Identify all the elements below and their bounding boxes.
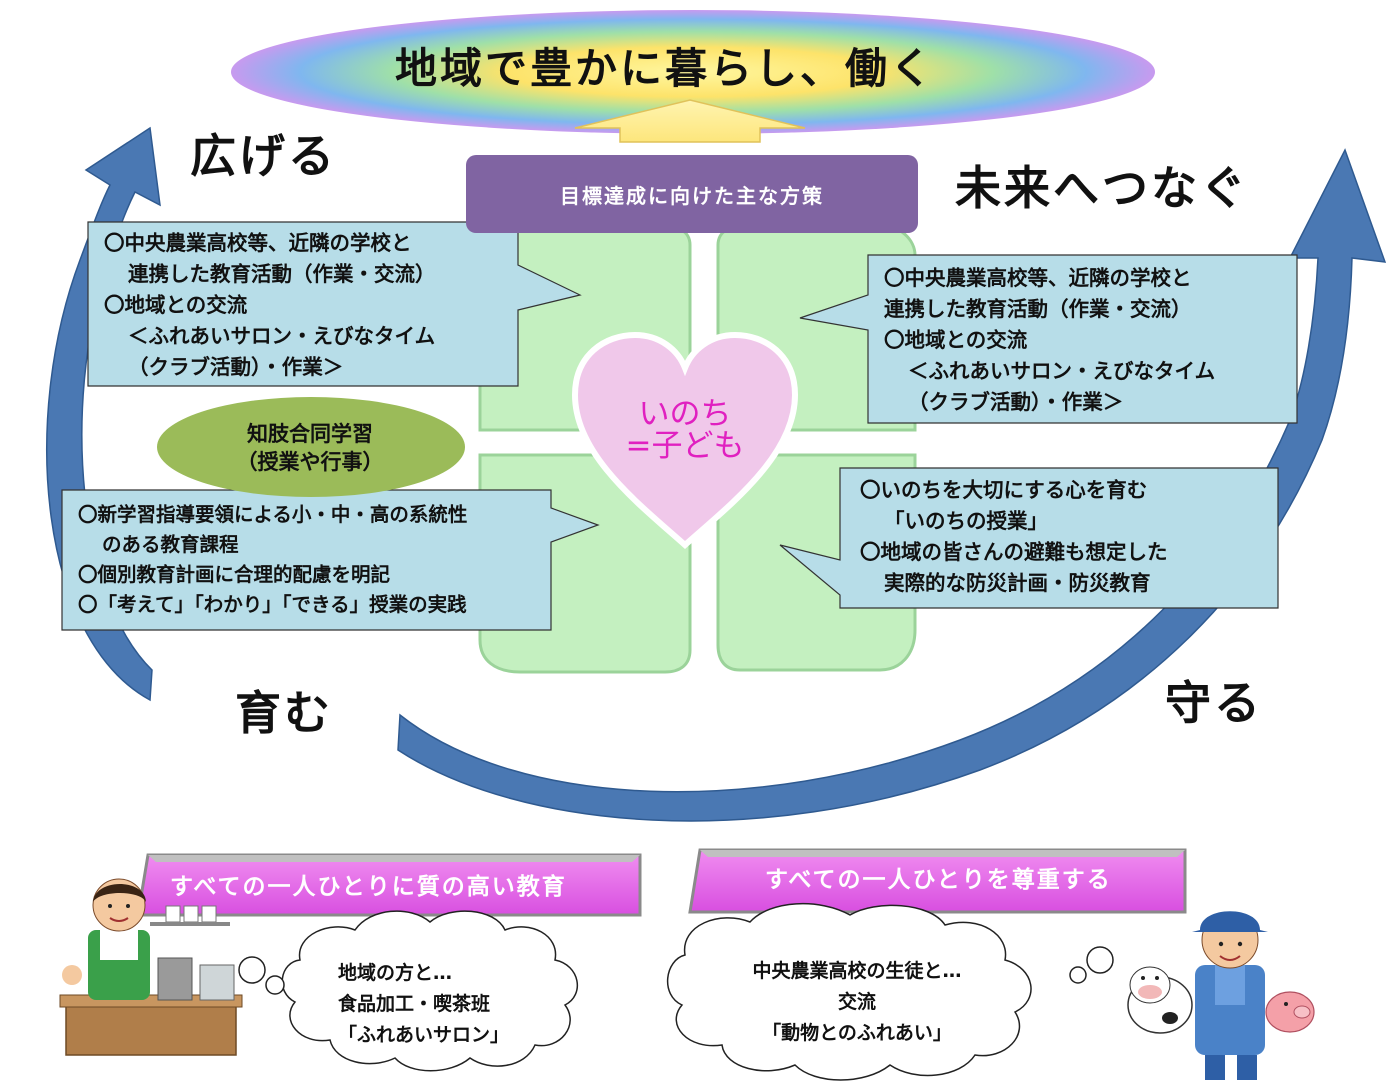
callout-line: のある教育課程	[102, 533, 239, 556]
banner-right-label: すべての一人ひとりを尊重する	[765, 867, 1112, 893]
corner-label-bottom-right: 守る	[1165, 676, 1263, 730]
corner-label-top-right: 未来へつなぐ	[955, 161, 1249, 215]
olive-ellipse	[157, 397, 465, 497]
banner-left-label: すべての一人ひとりに質の高い教育	[170, 874, 567, 900]
cloud-right-shape	[666, 902, 1114, 1081]
callout-line: 連携した教育活動（作業・交流）	[128, 262, 436, 286]
callout-line: 「いのちの授業」	[884, 509, 1048, 533]
callout-top-right: 〇中央農業高校等、近隣の学校と 連携した教育活動（作業・交流） 〇地域との交流 …	[884, 263, 1215, 418]
callout-bottom-left-shape	[61, 489, 600, 631]
callout-line: 〇中央農業高校等、近隣の学校と	[104, 231, 412, 255]
banner-right-shape	[688, 848, 1187, 914]
strategy-header-box: 目標達成に向けた主な方策	[466, 155, 918, 233]
callout-line: ＜ふれあいサロン・えびなタイム	[128, 324, 436, 348]
olive-line-1: 知肢合同学習	[247, 422, 373, 446]
cloud-line: 交流	[837, 991, 876, 1013]
callout-line: 〇地域との交流	[104, 293, 248, 317]
callout-line: 〇新学習指導要領による小・中・高の系統性	[78, 503, 468, 526]
callout-bottom-right: 〇いのちを大切にする心を育む 「いのちの授業」 〇地域の皆さんの避難も想定した …	[860, 475, 1168, 599]
olive-line-2: （授業や行事）	[236, 450, 384, 474]
title-ellipse	[231, 10, 1155, 134]
callout-line: 〇「考えて」「わかり」「できる」授業の実践	[78, 593, 467, 616]
heart-line-1: いのち	[638, 396, 732, 432]
callout-top-right-shape	[799, 254, 1298, 424]
callout-line: ＜ふれあいサロン・えびなタイム	[908, 359, 1216, 383]
strategy-header-label: 目標達成に向けた主な方策	[560, 183, 824, 208]
callout-line: 連携した教育活動（作業・交流）	[884, 297, 1192, 321]
heart-label: いのち =子ども	[600, 398, 770, 462]
callout-line: 〇いのちを大切にする心を育む	[860, 478, 1148, 502]
up-arrow-icon	[574, 99, 806, 143]
callout-line: 実際的な防災計画・防災教育	[884, 571, 1151, 595]
callout-bottom-right-shape	[779, 467, 1279, 609]
heart-line-2: =子ども	[625, 428, 745, 464]
main-title: 地域で豊かに暮らし、働く	[394, 44, 935, 93]
cloud-right-text: 中央農業高校の生徒と… 交流 「動物とのふれあい」	[722, 956, 992, 1049]
cloud-line: 地域の方と…	[338, 962, 453, 984]
olive-label: 知肢合同学習 （授業や行事）	[160, 420, 460, 476]
farmer-with-animals-icon	[1127, 911, 1315, 1080]
corner-label-bottom-left: 育む	[235, 686, 333, 740]
callout-line: （クラブ活動）・作業＞	[128, 355, 344, 379]
callout-line: 〇中央農業高校等、近隣の学校と	[884, 266, 1192, 290]
callout-line: 〇地域との交流	[884, 328, 1028, 352]
callout-line: （クラブ活動）・作業＞	[908, 390, 1124, 414]
callout-bottom-left: 〇新学習指導要領による小・中・高の系統性 のある教育課程 〇個別教育計画に合理的…	[78, 500, 467, 620]
cloud-line: 中央農業高校の生徒と…	[752, 960, 962, 982]
cloud-line: 「動物とのふれあい」	[762, 1022, 952, 1044]
callout-line: 〇地域の皆さんの避難も想定した	[860, 540, 1168, 564]
cafe-worker-icon	[59, 878, 243, 1056]
cloud-line: 食品加工・喫茶班	[338, 993, 491, 1015]
callout-line: 〇個別教育計画に合理的配慮を明記	[78, 563, 391, 586]
cloud-left-text: 地域の方と… 食品加工・喫茶班 「ふれあいサロン」	[330, 958, 530, 1051]
cloud-left-shape	[238, 910, 579, 1072]
callout-top-left: 〇中央農業高校等、近隣の学校と 連携した教育活動（作業・交流） 〇地域との交流 …	[104, 228, 436, 383]
heart-shape	[571, 331, 799, 550]
corner-label-top-left: 広げる	[190, 129, 337, 183]
cloud-line: 「ふれあいサロン」	[338, 1024, 510, 1046]
